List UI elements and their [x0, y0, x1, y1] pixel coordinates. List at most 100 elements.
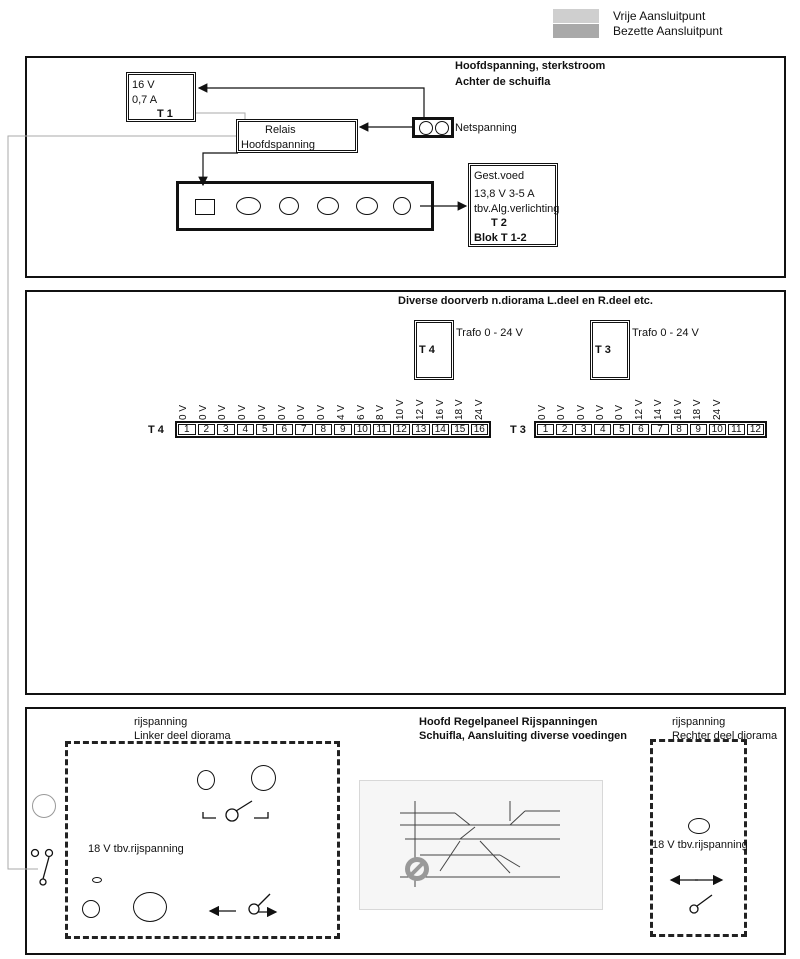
- right-top-label: rijspanning: [672, 716, 726, 728]
- voltage-label: 10 V: [392, 384, 412, 420]
- right-desc: 18 V tbv.rijspanning: [652, 839, 748, 851]
- voltage-label: 4 V: [333, 384, 353, 420]
- voltage-text: 0 V: [197, 404, 209, 420]
- terminal-cell: 3: [217, 424, 235, 435]
- socket-pin-icon: [419, 121, 433, 135]
- terminal-cell: 5: [256, 424, 274, 435]
- center-sub: Schuifla, Aansluiting diverse voedingen: [419, 730, 628, 742]
- switch-oval: [236, 197, 261, 215]
- terminal-cell: 8: [670, 424, 688, 435]
- right-diorama-box: [650, 739, 747, 937]
- switch-panel: [176, 181, 434, 231]
- voltage-label: 12 V: [631, 384, 650, 420]
- knob-small: [197, 770, 215, 790]
- switch-oval: [279, 197, 299, 215]
- voltage-text: 6 V: [355, 404, 367, 420]
- voltage-label: 0 V: [215, 384, 235, 420]
- voltage-text: 16 V: [434, 399, 446, 420]
- terminal-cell: 2: [556, 424, 574, 435]
- strip-t3-label: T 3: [510, 424, 526, 436]
- terminal-cell: 2: [197, 424, 215, 435]
- voltage-text: 18 V: [692, 399, 704, 420]
- knob-right: [688, 818, 710, 834]
- terminal-cell: 13: [412, 424, 430, 435]
- netspanning-label: Netspanning: [455, 122, 517, 134]
- terminal-cell: 5: [613, 424, 631, 435]
- strip-t4-label: T 4: [148, 424, 164, 436]
- track-plan-drawing: [400, 801, 560, 887]
- voltage-label: 6 V: [353, 384, 373, 420]
- terminal-cell: 9: [689, 424, 707, 435]
- t1-line2: 0,7 A: [132, 94, 158, 106]
- t1-line1: 16 V: [132, 79, 155, 91]
- voltage-text: 14 V: [653, 399, 665, 420]
- voltage-label: 0 V: [313, 384, 333, 420]
- psu-line1: Gest.voed: [474, 170, 525, 182]
- terminal-cell: 6: [632, 424, 650, 435]
- terminal-cell: 12: [392, 424, 410, 435]
- switch-oval: [356, 197, 378, 215]
- relais-line1: Relais: [265, 124, 296, 136]
- voltage-text: 0 V: [256, 404, 268, 420]
- terminal-cell: 1: [178, 424, 196, 435]
- voltage-label: 0 V: [612, 384, 631, 420]
- socket-pin-icon: [435, 121, 449, 135]
- voltage-text: 0 V: [575, 404, 587, 420]
- psu-t2-box: Gest.voed 13,8 V 3-5 A tbv.Alg.verlichti…: [468, 163, 560, 247]
- panel1-subtitle: Achter de schuifla: [455, 76, 551, 88]
- terminal-cell: 7: [651, 424, 669, 435]
- knob-medium: [82, 900, 100, 918]
- voltage-text: 12 V: [414, 399, 426, 420]
- voltage-label: 0 V: [254, 384, 274, 420]
- voltage-text: 0 V: [594, 404, 606, 420]
- terminal-cell: 8: [314, 424, 332, 435]
- mains-socket: [412, 117, 454, 138]
- terminal-cell: 7: [295, 424, 313, 435]
- voltage-text: 10 V: [395, 399, 407, 420]
- terminal-cell: 1: [537, 424, 555, 435]
- terminal-cell: 11: [727, 424, 745, 435]
- voltage-label: 0 V: [294, 384, 314, 420]
- voltage-text: 0 V: [296, 404, 308, 420]
- voltage-label: 0 V: [234, 384, 254, 420]
- voltage-text: 0 V: [276, 404, 288, 420]
- voltage-text: 0 V: [556, 404, 568, 420]
- voltage-text: 16 V: [672, 399, 684, 420]
- terminal-cell: 4: [594, 424, 612, 435]
- terminal-cell: 16: [470, 424, 488, 435]
- voltage-label: [748, 384, 767, 420]
- square-switch: [195, 199, 215, 215]
- voltage-label: 16 V: [432, 384, 452, 420]
- terminal-cell: 10: [708, 424, 726, 435]
- panel2-title: Diverse doorverb n.diorama L.deel en R.d…: [398, 295, 653, 307]
- knob-xlarge: [133, 892, 167, 922]
- voltage-label: 24 V: [709, 384, 728, 420]
- voltage-label: 0 V: [592, 384, 611, 420]
- terminal-cell: 10: [353, 424, 371, 435]
- voltage-label: 12 V: [412, 384, 432, 420]
- voltage-label: 8 V: [373, 384, 393, 420]
- terminal-cell: 4: [236, 424, 254, 435]
- indicator-lamp: [92, 877, 102, 883]
- voltage-label: 16 V: [670, 384, 689, 420]
- voltage-text: 0 V: [237, 404, 249, 420]
- knob-large: [251, 765, 276, 791]
- t4-desc: Trafo 0 - 24 V: [456, 327, 523, 339]
- legend-occupied-label: Bezette Aansluitpunt: [613, 24, 723, 38]
- terminal-cell: 12: [746, 424, 764, 435]
- transformer-t4-box: T 4: [414, 320, 454, 380]
- mount-hole: [32, 794, 56, 818]
- switch-oval: [317, 197, 339, 215]
- voltage-text: 18 V: [454, 399, 466, 420]
- voltage-label: 0 V: [175, 384, 195, 420]
- legend-free-label: Vrije Aansluitpunt: [613, 9, 706, 23]
- left-desc: 18 V tbv.rijspanning: [88, 843, 184, 855]
- voltage-label: [728, 384, 747, 420]
- terminal-cell: 3: [575, 424, 593, 435]
- psu-line3: tbv.Alg.verlichting: [474, 203, 560, 215]
- voltage-text: 0 V: [217, 404, 229, 420]
- transformer-t1-box: 16 V 0,7 A T 1: [126, 72, 196, 122]
